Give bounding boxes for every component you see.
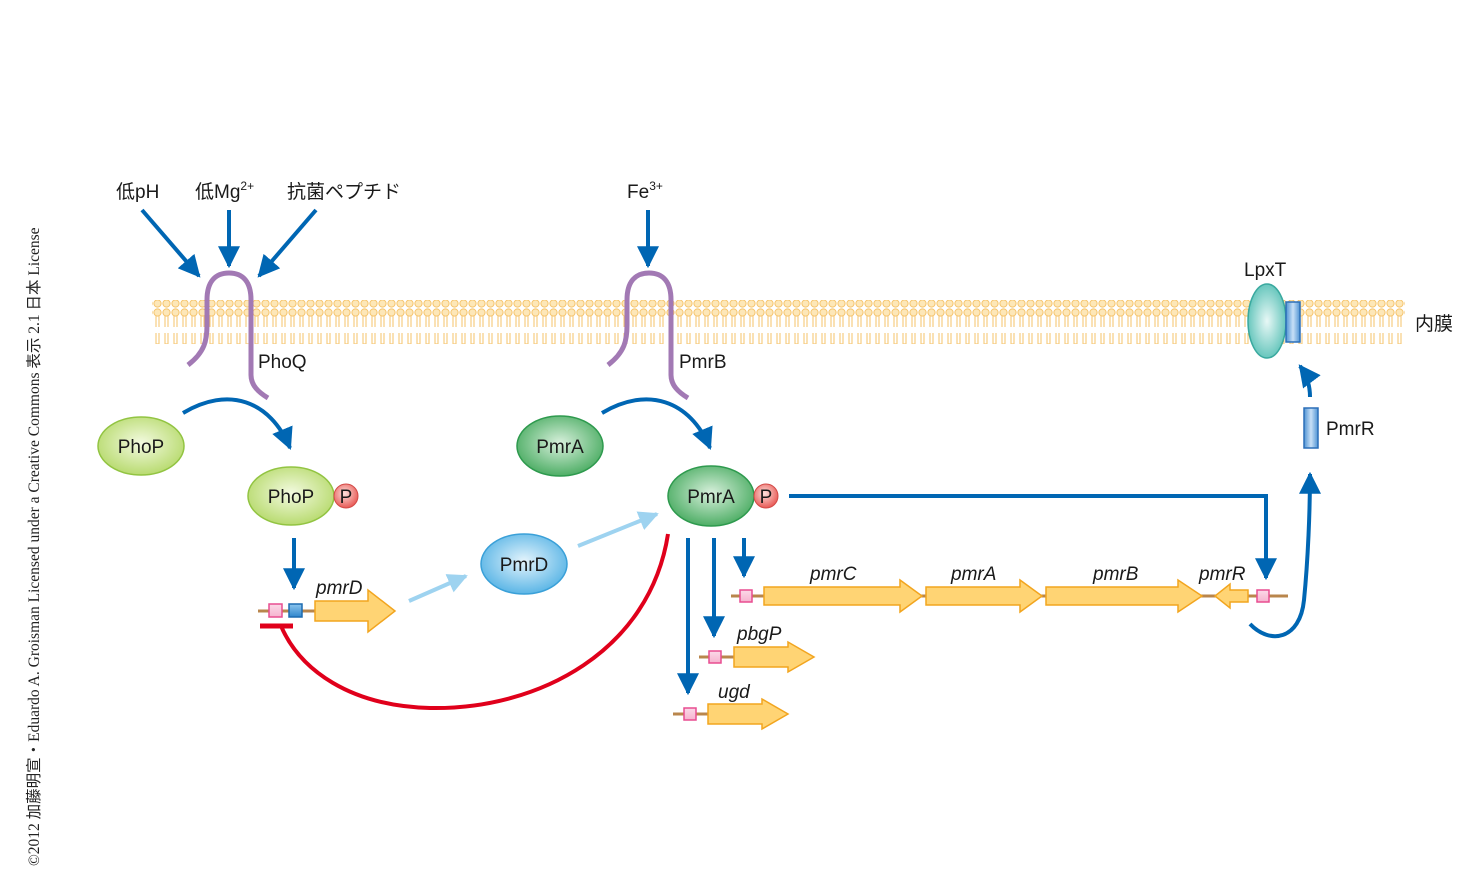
membrane-label: 内膜 bbox=[1415, 313, 1453, 335]
pmrb-sensor bbox=[606, 270, 690, 401]
promoter-box-pink bbox=[268, 603, 283, 618]
pmrr-protein bbox=[1303, 407, 1319, 449]
gene-pmrc-label: pmrC bbox=[809, 564, 857, 585]
pmra-label: PmrA bbox=[536, 437, 584, 458]
phop-p-label: PhoP bbox=[268, 487, 314, 508]
gene-pmrr bbox=[1213, 582, 1249, 610]
arrow-pmrd-expression bbox=[408, 574, 468, 603]
promoter-box-pink bbox=[739, 589, 753, 603]
gene-pmrd bbox=[258, 588, 397, 634]
gene-pmra-label: pmrA bbox=[950, 564, 996, 585]
pmra-p-label: PmrA bbox=[687, 487, 735, 508]
phop-label: PhoP bbox=[118, 437, 164, 458]
promoter-box-pink bbox=[708, 650, 722, 664]
repression-pmra-to-pmrd bbox=[279, 533, 670, 711]
gene-pmrr-label: pmrR bbox=[1198, 564, 1246, 585]
arrow-pmrr-expression bbox=[1248, 471, 1321, 639]
arrow-low-ph bbox=[140, 208, 201, 278]
gene-pmra bbox=[925, 578, 1044, 614]
signal-low-mg: 低Mg2+ bbox=[195, 179, 254, 203]
signal-low-ph: 低pH bbox=[116, 181, 159, 203]
phosphate-label: P bbox=[760, 487, 773, 508]
promoter-box-pink bbox=[1256, 589, 1270, 603]
promoter-box-blue bbox=[288, 603, 303, 618]
gene-pmrc bbox=[763, 578, 924, 614]
pmrb-label: PmrB bbox=[679, 352, 727, 373]
gene-pbgp bbox=[699, 640, 816, 674]
pmrd-protein bbox=[480, 533, 568, 595]
arrow-pmra-phosphorylation bbox=[600, 397, 713, 451]
gene-ugd bbox=[673, 697, 790, 731]
signal-antimicrobial-peptide: 抗菌ペプチド bbox=[287, 181, 401, 203]
arrow-pmrd-to-pmra bbox=[577, 511, 659, 548]
pmrr-membrane-bound bbox=[1285, 301, 1301, 343]
gene-pmrb-label: pmrB bbox=[1092, 564, 1139, 585]
signal-iron: Fe3+ bbox=[627, 179, 663, 203]
phosphate-icon bbox=[753, 483, 779, 509]
arrow-antimicrobial bbox=[257, 208, 318, 278]
phosphate-label: P bbox=[340, 487, 353, 508]
lpxt-protein bbox=[1247, 283, 1287, 359]
gene-pbgp-label: pbgP bbox=[736, 624, 782, 645]
arrow-pmrr-to-lpxt bbox=[1298, 364, 1321, 398]
pmrr-protein-label: PmrR bbox=[1326, 419, 1375, 440]
lpxt-label: LpxT bbox=[1244, 260, 1287, 281]
phoq-sensor bbox=[186, 270, 270, 401]
promoter-box-pink bbox=[683, 707, 697, 721]
operon-pmrcab bbox=[731, 578, 1288, 614]
phosphate-icon bbox=[333, 483, 359, 509]
phop-protein bbox=[97, 416, 185, 476]
gene-ugd-label: ugd bbox=[718, 682, 751, 703]
arrow-phop-phosphorylation bbox=[181, 397, 293, 451]
copyright-notice: ©2012 加藤明宣・Eduardo A. Groisman Licensed … bbox=[26, 227, 43, 866]
pmrd-protein-label: PmrD bbox=[500, 555, 549, 576]
arrow-pmra-to-pmrr bbox=[789, 494, 1277, 581]
gene-pmrd-label: pmrD bbox=[315, 578, 363, 599]
pmra-protein bbox=[516, 415, 604, 477]
phoq-label: PhoQ bbox=[258, 352, 307, 373]
gene-pmrb bbox=[1045, 578, 1204, 614]
inner-membrane bbox=[152, 300, 1405, 344]
